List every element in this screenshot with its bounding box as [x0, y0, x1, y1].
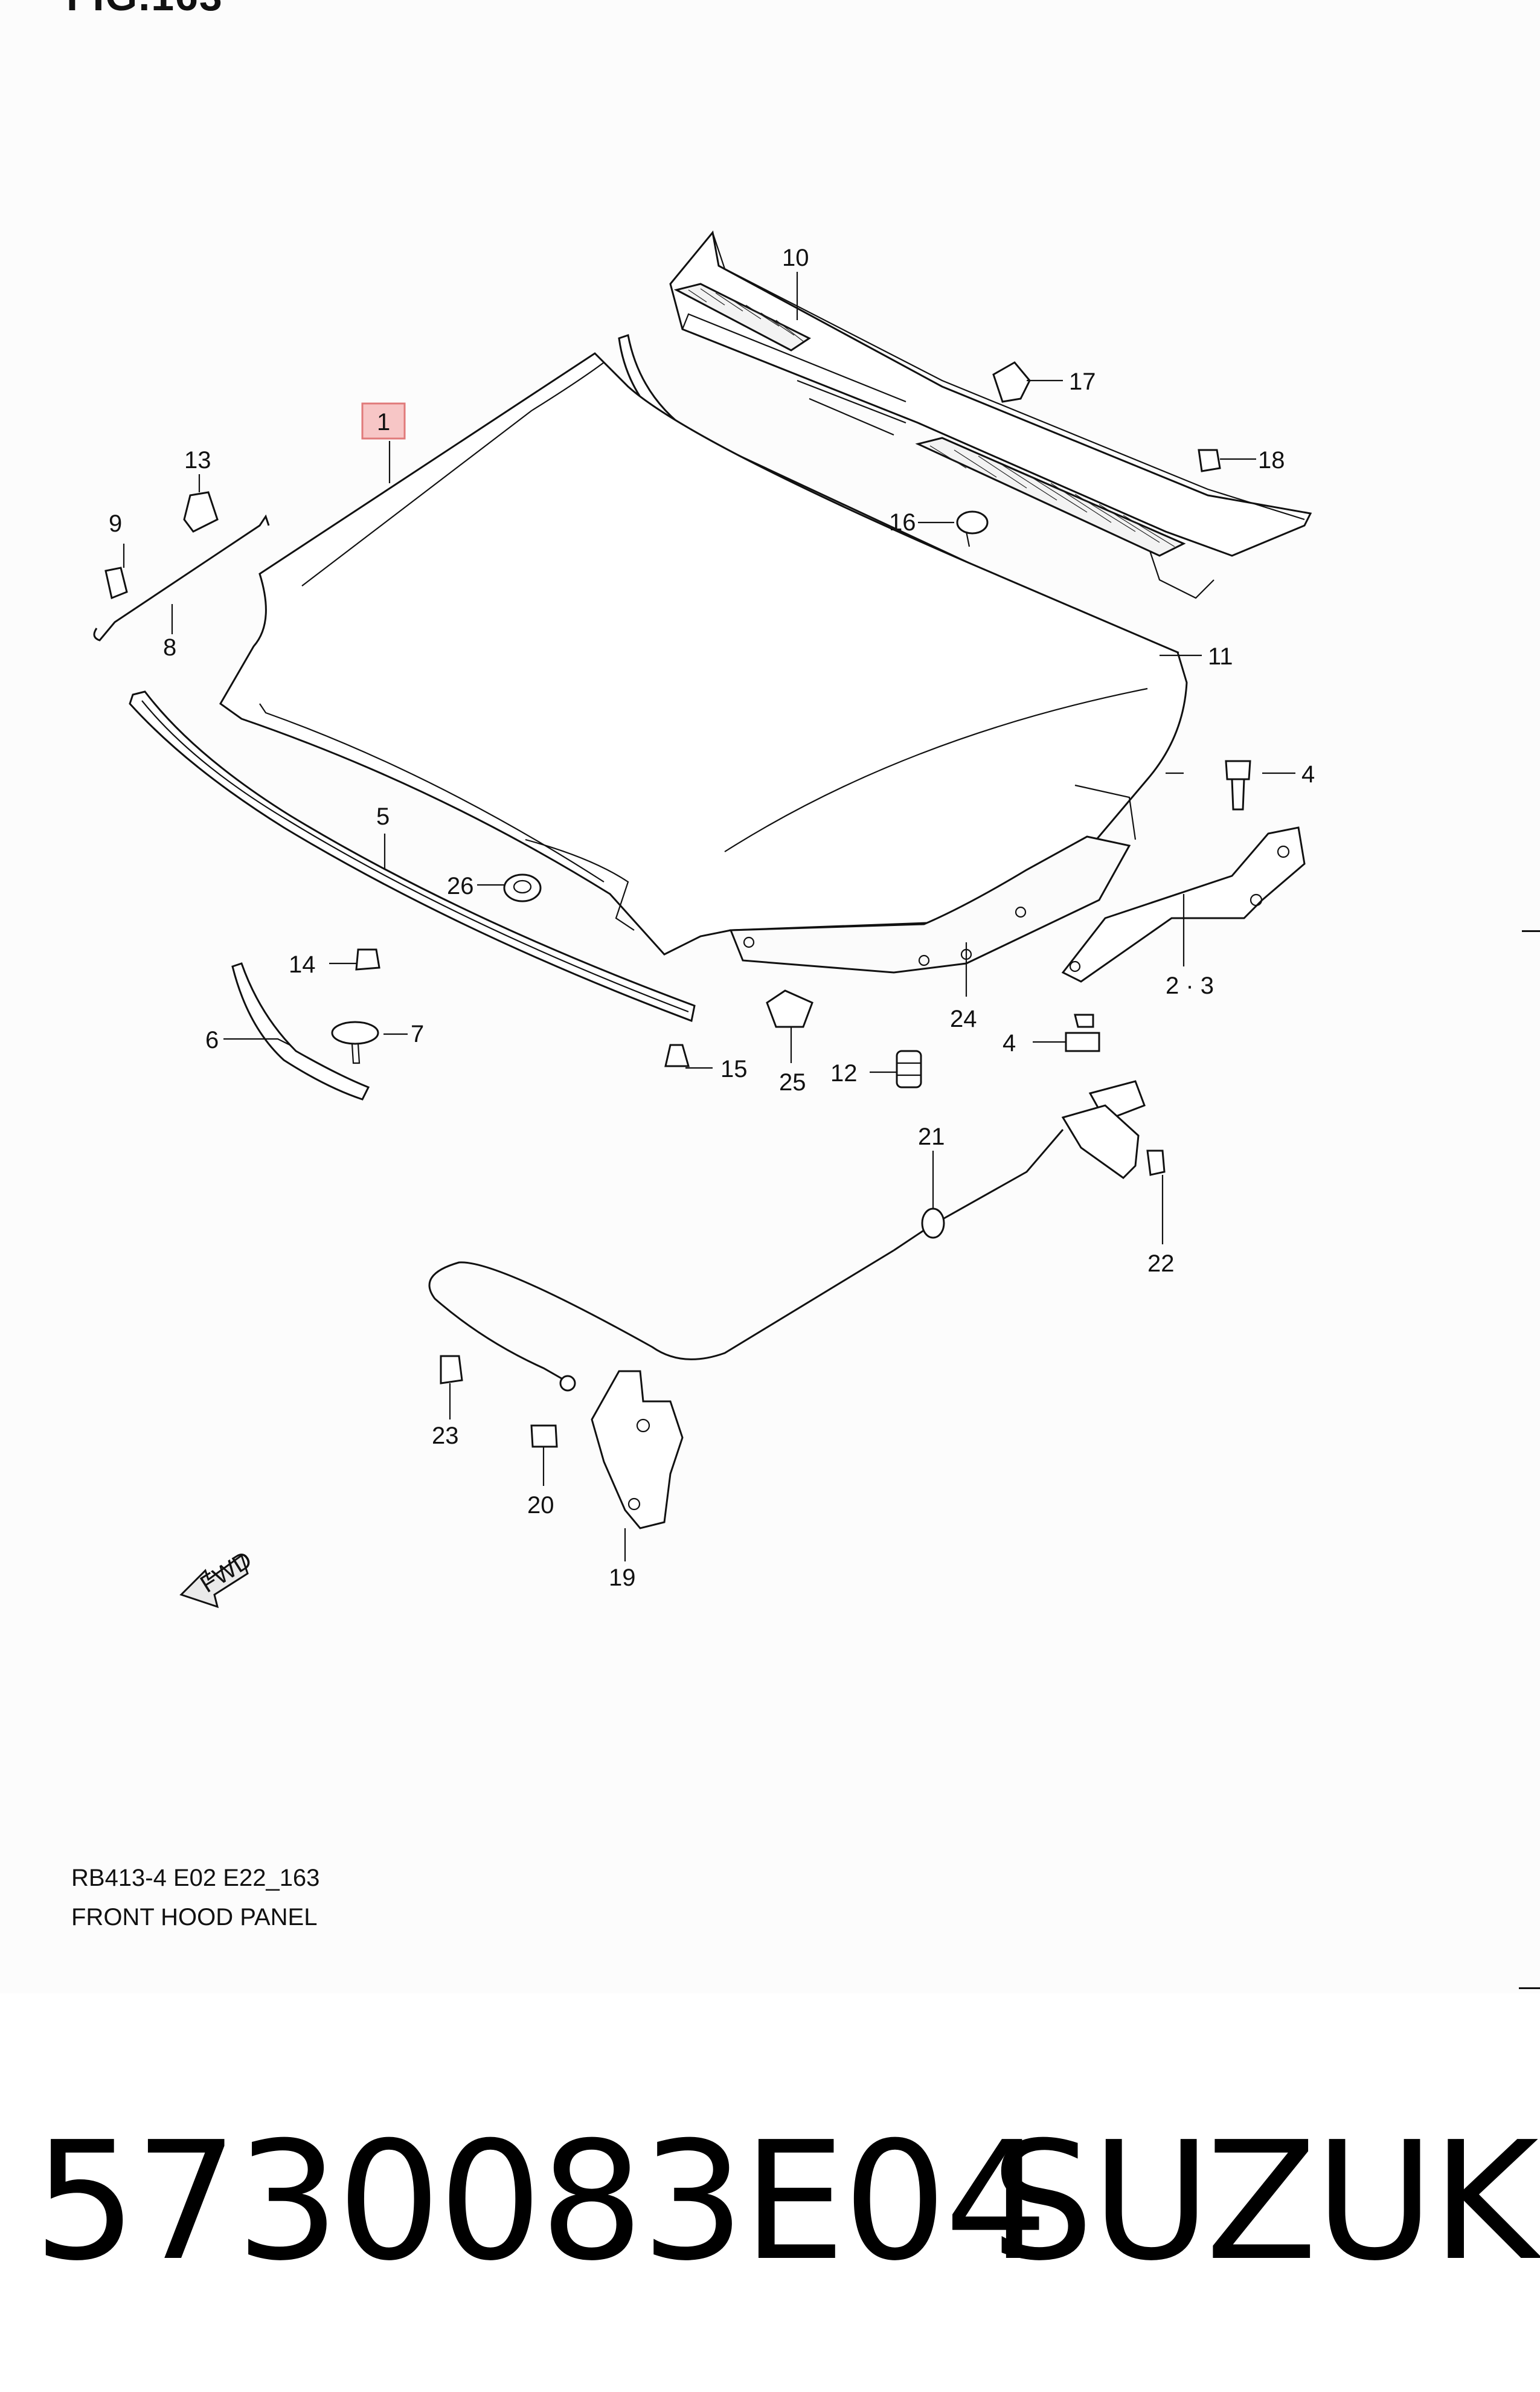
side-trim-6 — [231, 962, 370, 1101]
hood-panel — [219, 352, 1188, 974]
exploded-parts-diagram: FWD — [93, 230, 1315, 1609]
hood-stay-rod — [93, 491, 270, 641]
callout-12: 12 — [830, 1060, 858, 1087]
brand-name: SUZUKI — [990, 2106, 1540, 2297]
edge-tick-bottom — [1519, 1987, 1540, 1989]
callout-2-3: 2 · 3 — [1166, 973, 1214, 999]
highlight-box-1 — [361, 402, 406, 440]
diagram-name: FRONT HOOD PANEL — [71, 1904, 318, 1931]
callout-5: 5 — [376, 803, 390, 830]
callout-13: 13 — [184, 447, 211, 474]
callout-4b: 4 — [1003, 1030, 1016, 1056]
callout-labels: 1 2 · 3 4 4 5 6 7 8 9 10 11 12 13 14 15 … — [109, 245, 1315, 1591]
callout-25: 25 — [779, 1069, 806, 1096]
part-number: 5730083E04 — [33, 2106, 1048, 2297]
fwd-arrow: FWD — [179, 1546, 257, 1609]
fasteners — [331, 361, 1221, 1088]
callout-23: 23 — [432, 1423, 459, 1449]
callout-19: 19 — [609, 1564, 636, 1591]
callout-18: 18 — [1258, 447, 1285, 474]
callout-22: 22 — [1147, 1250, 1175, 1277]
figure-title: FIG.163 — [66, 0, 223, 17]
callout-14: 14 — [289, 951, 316, 978]
callout-11: 11 — [1208, 643, 1233, 670]
leader-lines — [123, 272, 1295, 1561]
edge-tick-mid — [1522, 930, 1540, 932]
seal-strip-5 — [129, 690, 696, 1023]
callout-17: 17 — [1069, 368, 1096, 395]
fwd-label: FWD — [196, 1546, 257, 1598]
diagram-sheet: FIG.163 — [66, 0, 1540, 1989]
callout-24: 24 — [950, 1006, 977, 1032]
callout-20: 20 — [527, 1492, 554, 1519]
callout-26: 26 — [447, 873, 474, 899]
callout-9: 9 — [109, 510, 122, 537]
callout-8: 8 — [163, 634, 176, 661]
callout-1: 1 — [377, 409, 390, 436]
callout-7: 7 — [411, 1021, 424, 1047]
callout-6: 6 — [205, 1027, 219, 1053]
callout-16: 16 — [889, 509, 916, 536]
callout-15: 15 — [720, 1056, 748, 1082]
diagram-code: RB413-4 E02 E22_163 — [71, 1865, 320, 1891]
hood-release-assembly — [428, 1080, 1166, 1529]
callout-10: 10 — [782, 245, 809, 271]
callout-21: 21 — [918, 1124, 945, 1150]
callout-4a: 4 — [1301, 761, 1315, 788]
cowl-panel — [669, 230, 1312, 599]
